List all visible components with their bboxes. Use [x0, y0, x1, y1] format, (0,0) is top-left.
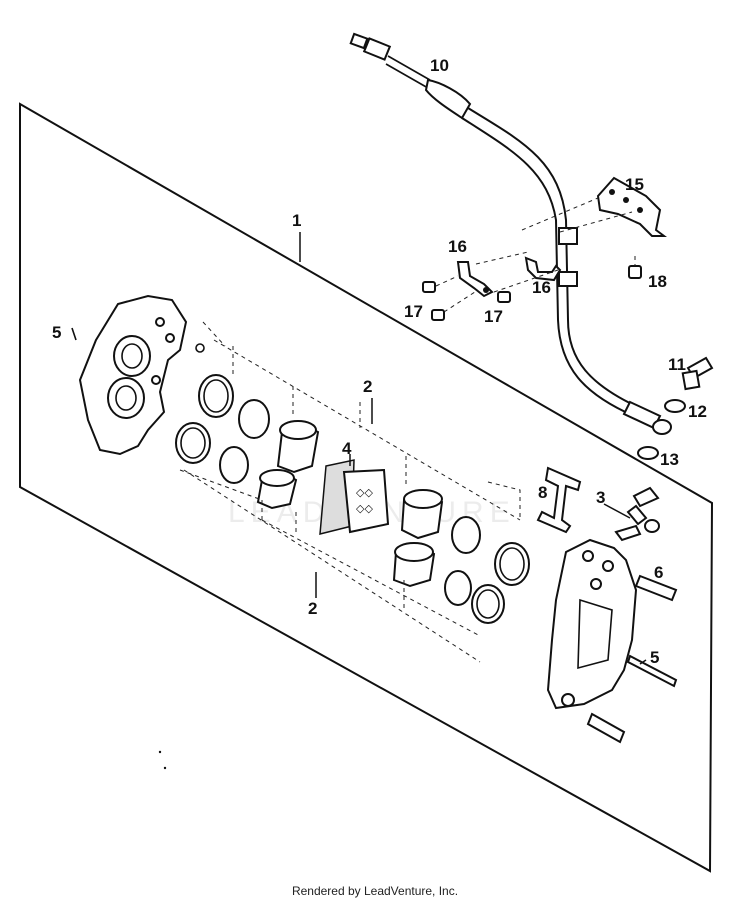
callout-4: 4 — [342, 439, 352, 458]
callout-16-left: 16 — [448, 237, 467, 256]
svg-text:◇◇: ◇◇ — [356, 486, 373, 499]
callout-18: 18 — [648, 272, 667, 291]
callout-15: 15 — [625, 175, 644, 194]
callout-12: 12 — [688, 402, 707, 421]
bolt-part-6[interactable] — [634, 574, 678, 602]
callout-10: 10 — [430, 56, 449, 75]
brake-pad-part[interactable]: ◇◇ ◇◇ — [319, 459, 390, 535]
piston-group-right[interactable] — [392, 489, 444, 588]
small-ring — [195, 343, 205, 353]
mounting-bolt[interactable] — [586, 712, 626, 744]
bolt-part-17[interactable] — [422, 275, 511, 321]
piston-set-outline — [179, 321, 521, 663]
callout-6: 6 — [654, 563, 663, 582]
pin-part-5-left[interactable] — [71, 327, 77, 341]
seal-ring-group-right[interactable] — [444, 516, 530, 624]
right-caliper-body[interactable] — [546, 538, 638, 710]
hose-clip-part[interactable] — [456, 251, 562, 298]
screw-part-18[interactable] — [628, 256, 642, 279]
callout-11: 11 — [668, 355, 686, 374]
hose-bracket-part[interactable] — [521, 176, 667, 237]
washer-part-12[interactable] — [664, 399, 686, 413]
pad-spring-part[interactable] — [536, 466, 582, 534]
piston-group-left[interactable] — [256, 420, 320, 510]
callout-16-right: 16 — [532, 278, 551, 297]
callout-1: 1 — [292, 211, 301, 230]
assembly-frame — [19, 102, 714, 873]
washer-part-13[interactable] — [637, 446, 659, 460]
svg-text:◇◇: ◇◇ — [356, 502, 373, 515]
brake-hose-part[interactable] — [349, 32, 672, 435]
banjo-bolt-part[interactable] — [681, 356, 714, 391]
callout-8: 8 — [538, 483, 547, 502]
callout-2-upper: 2 — [363, 377, 372, 396]
callout-3: 3 — [596, 488, 605, 507]
seal-ring-group-left[interactable] — [175, 374, 270, 484]
left-caliper-body[interactable] — [78, 294, 188, 456]
callout-5-left: 5 — [52, 323, 61, 342]
callout-5-right: 5 — [650, 648, 659, 667]
callout-17-right: 17 — [484, 307, 503, 326]
bleeder-valve-part[interactable] — [614, 486, 660, 542]
callout-2-lower: 2 — [308, 599, 317, 618]
callout-17-left: 17 — [404, 302, 423, 321]
footer-credit: Rendered by LeadVenture, Inc. — [291, 884, 459, 898]
callout-13: 13 — [660, 450, 679, 469]
